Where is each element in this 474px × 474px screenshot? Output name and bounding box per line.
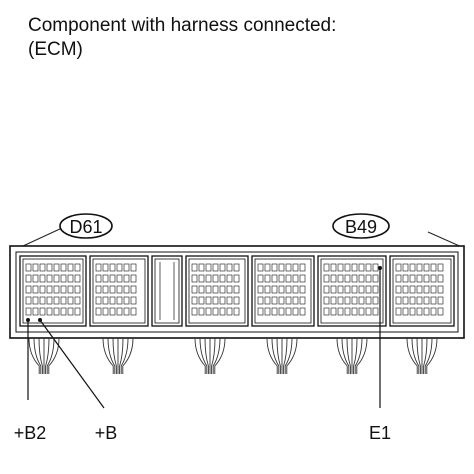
ecm-housing-inner <box>15 251 459 333</box>
connector-block-7 <box>389 255 455 327</box>
caption-line-1: Component with harness connected: <box>28 15 337 36</box>
harness-bundle <box>406 337 438 374</box>
connector-id-b49: B49 <box>345 217 377 237</box>
connector-id-d61: D61 <box>69 217 102 237</box>
connector-block-1 <box>19 255 87 327</box>
terminal-label-e1: E1 <box>369 423 391 443</box>
harness-bundle <box>194 337 226 374</box>
connector-block-6 <box>317 255 387 327</box>
terminal-dot-b <box>38 318 42 322</box>
harness-bundle <box>336 337 368 374</box>
harness-bundle <box>28 337 60 374</box>
caption-line-2: (ECM) <box>28 39 83 60</box>
connector-blocks <box>19 255 455 327</box>
connector-block-3 <box>151 255 183 327</box>
harness-bundle <box>266 337 298 374</box>
connector-callout-d61: D61 <box>59 213 113 239</box>
terminal-label-b: +B <box>95 423 118 443</box>
terminal-label-b2: +B2 <box>14 423 47 443</box>
connector-block-2 <box>89 255 149 327</box>
terminal-dot-e1 <box>378 266 382 270</box>
terminal-dot-b2 <box>26 318 30 322</box>
diagram-caption: Component with harness connected: (ECM) <box>28 14 336 62</box>
harness-bundle <box>102 337 134 374</box>
connector-callout-b49: B49 <box>332 213 390 239</box>
connector-block-5 <box>251 255 315 327</box>
terminal-leader-b <box>39 319 105 409</box>
connector-block-4 <box>185 255 249 327</box>
wire-harness <box>28 337 438 374</box>
